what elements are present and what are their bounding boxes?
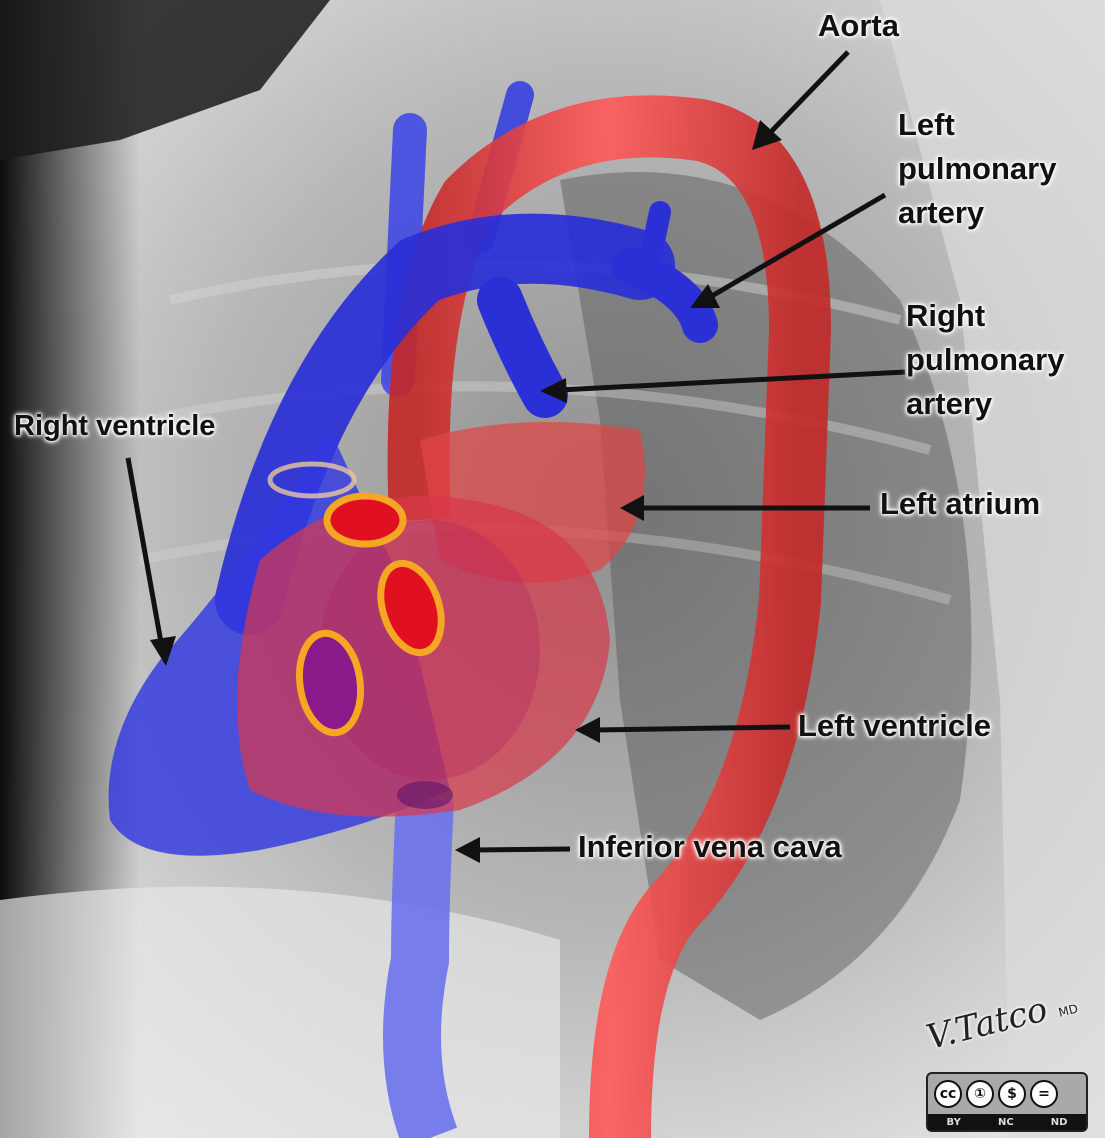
inferior-vena-cava xyxy=(412,800,430,1138)
label-left-pulmonary-artery-line-1: Left xyxy=(898,103,1056,147)
label-right-pulmonary-artery-line-2: pulmonary xyxy=(906,338,1064,382)
cc-icons: cc ① $ = xyxy=(934,1080,1058,1108)
label-right-pulmonary-artery: Right pulmonary artery xyxy=(906,294,1064,426)
cc-license-badge: cc ① $ = BY NC ND xyxy=(926,1072,1088,1132)
label-aorta: Aorta xyxy=(818,4,899,48)
label-inferior-vena-cava: Inferior vena cava xyxy=(578,825,842,869)
label-left-pulmonary-artery-line-2: pulmonary xyxy=(898,147,1056,191)
noderivatives-icon: = xyxy=(1030,1080,1058,1108)
aortic-valve xyxy=(327,496,403,544)
label-right-pulmonary-artery-line-3: artery xyxy=(906,382,1064,426)
cc-terms: BY NC ND xyxy=(928,1114,1086,1130)
label-left-pulmonary-artery-line-3: artery xyxy=(898,191,1056,235)
label-left-ventricle: Left ventricle xyxy=(798,704,991,748)
left-pulmonary-branch xyxy=(650,212,660,260)
noncommercial-icon: $ xyxy=(998,1080,1026,1108)
attribution-icon: ① xyxy=(966,1080,994,1108)
term-nc: NC xyxy=(998,1117,1014,1128)
signature-suffix: MD xyxy=(1057,1001,1079,1019)
cc-icon: cc xyxy=(934,1080,962,1108)
label-left-atrium: Left atrium xyxy=(880,482,1040,526)
arrow-inferior-vena-cava xyxy=(475,849,570,850)
xray-lower-bright xyxy=(0,887,560,1138)
term-by: BY xyxy=(947,1117,961,1128)
label-left-pulmonary-artery: Left pulmonary artery xyxy=(898,103,1056,235)
label-right-ventricle: Right ventricle xyxy=(14,404,215,448)
arrow-left-ventricle xyxy=(595,727,790,730)
term-nd: ND xyxy=(1051,1117,1068,1128)
ivc-opening xyxy=(397,781,453,809)
label-right-pulmonary-artery-line-1: Right xyxy=(906,294,1064,338)
